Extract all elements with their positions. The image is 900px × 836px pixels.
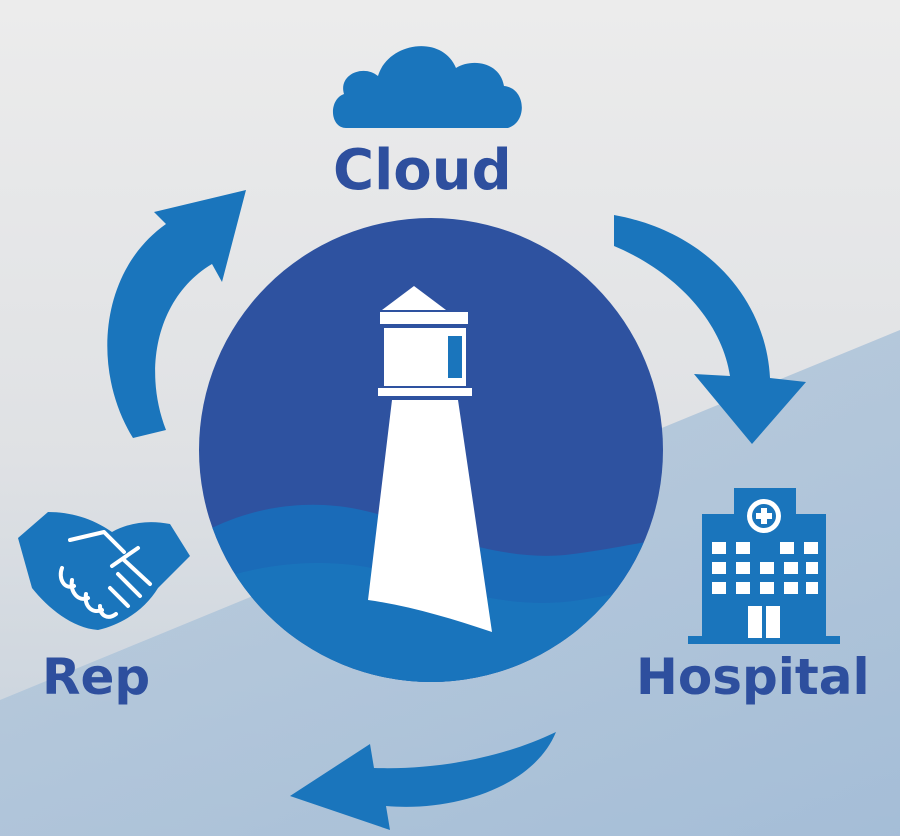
rep-label: Rep [42, 648, 151, 706]
arrow-cloud-to-hospital [614, 215, 806, 444]
arrow-rep-to-cloud [107, 190, 246, 438]
lighthouse-icon [368, 286, 492, 632]
cloud-label: Cloud [333, 138, 512, 203]
arrow-hospital-to-rep [290, 732, 556, 830]
cloud-icon [332, 46, 522, 128]
handshake-icon [18, 512, 190, 630]
hospital-building-icon [688, 488, 840, 644]
lighthouse-badge [199, 218, 663, 682]
hospital-label: Hospital [636, 648, 870, 706]
